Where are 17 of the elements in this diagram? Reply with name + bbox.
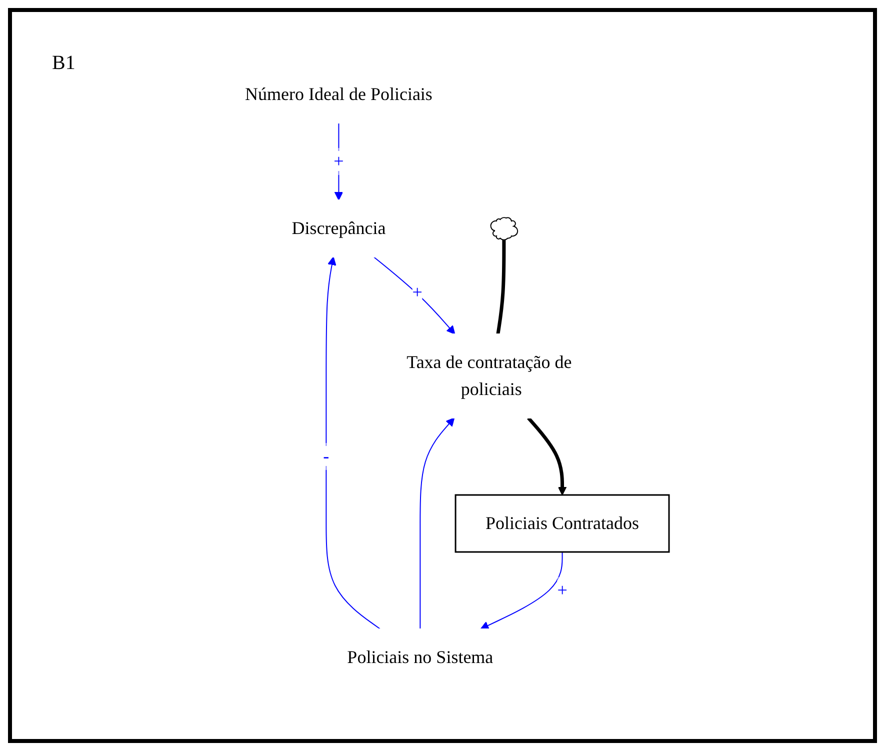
- arrow: [374, 256, 456, 334]
- loop-label: B1: [52, 52, 76, 75]
- edge-label: +: [412, 281, 423, 302]
- node-text: Discrepância: [292, 218, 386, 238]
- node-box: Policiais Contratados: [455, 494, 670, 552]
- arrow: [480, 551, 564, 630]
- node-cloud: [490, 216, 519, 240]
- arrow: [528, 416, 568, 495]
- edge-label: -: [324, 445, 330, 466]
- arrow: [420, 417, 456, 629]
- node-text: Policiais no Sistema: [348, 646, 494, 666]
- node-text: Taxa de contratação de policiais: [407, 352, 572, 398]
- edge-label: +: [334, 150, 344, 171]
- node-text: Número Ideal de Policiais: [245, 84, 433, 104]
- arrow: [326, 256, 382, 629]
- edge-label: +: [558, 579, 568, 600]
- connector: [496, 239, 506, 334]
